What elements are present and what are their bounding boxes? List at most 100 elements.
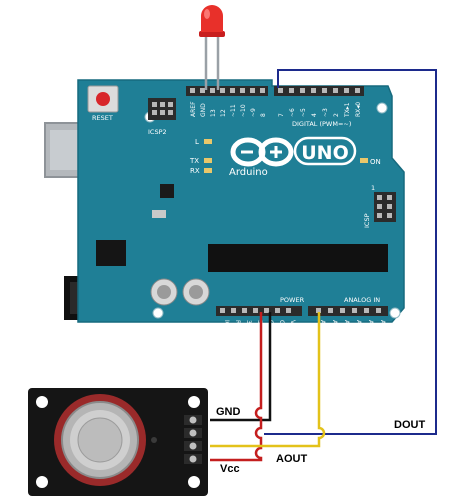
crystal-oscillator xyxy=(152,210,166,218)
dout-wire-label: DOUT xyxy=(394,419,425,431)
header-socket[interactable] xyxy=(190,88,195,93)
power-header xyxy=(216,306,302,316)
analog-pin-row: A0 A1 A2 A3 A4 A5 xyxy=(316,308,386,328)
header-socket[interactable] xyxy=(240,88,245,93)
header-socket[interactable] xyxy=(340,308,345,313)
digital-pin-label: ~5 xyxy=(300,108,307,117)
power-pin-label: RESET xyxy=(234,320,241,340)
icsp-label: ICSP xyxy=(363,213,371,228)
digital-pin-label: ~10 xyxy=(240,104,247,117)
uno-badge xyxy=(293,136,357,166)
reset-button[interactable] xyxy=(87,85,119,113)
digital-header-left xyxy=(186,86,268,96)
digital-label: DIGITAL (PWM=~) xyxy=(292,120,351,128)
header-socket[interactable] xyxy=(275,308,280,313)
microcontroller-chip xyxy=(208,244,388,272)
model-label: UNO xyxy=(301,142,348,164)
digital-pin-label: ~11 xyxy=(230,104,237,117)
power-pin-label: IOREF xyxy=(223,320,230,338)
digital-pin-label: 4 xyxy=(311,113,318,117)
header-socket[interactable] xyxy=(200,88,205,93)
icsp-header xyxy=(374,192,396,222)
analog-pin-label: A1 xyxy=(331,320,338,328)
power-label: POWER xyxy=(280,296,305,304)
header-socket[interactable] xyxy=(231,308,236,313)
usb-chip xyxy=(160,184,174,198)
gnd-wire-label: GND xyxy=(216,406,241,418)
aout-wire xyxy=(210,312,326,448)
digital-pin-label: ~6 xyxy=(289,108,296,117)
led-rx-indicator xyxy=(204,168,212,173)
sensor-pin-contact xyxy=(189,455,197,463)
icsp2-label: ICSP2 xyxy=(148,128,167,136)
capacitor-left xyxy=(150,278,178,306)
digital-pin-label: RX◂0 xyxy=(355,102,362,117)
vcc-wire-label: Vcc xyxy=(220,463,240,475)
mounting-hole xyxy=(376,102,388,114)
on-label: ON xyxy=(370,158,381,166)
brand-label: Arduino xyxy=(229,167,268,178)
digital-pin-label: AREF xyxy=(190,101,197,117)
header-socket[interactable] xyxy=(344,88,349,93)
mounting-hole xyxy=(152,307,164,319)
analog-pin-label: A3 xyxy=(355,320,362,328)
header-socket[interactable] xyxy=(278,88,283,93)
header-socket[interactable] xyxy=(376,308,381,313)
power-pin-label: VIN xyxy=(289,320,296,330)
header-socket[interactable] xyxy=(250,88,255,93)
sensor-pin-contact xyxy=(189,416,197,424)
digital-pin-label: GND xyxy=(200,103,207,117)
digital-pin-label: ~9 xyxy=(250,108,257,117)
icsp-pin-one-label: 1 xyxy=(371,184,375,192)
led-tx-indicator xyxy=(204,158,212,163)
digital-pin-label: 8 xyxy=(260,113,267,117)
header-socket[interactable] xyxy=(264,308,269,313)
header-socket[interactable] xyxy=(352,308,357,313)
header-socket[interactable] xyxy=(220,308,225,313)
analog-label: ANALOG IN xyxy=(344,296,380,304)
header-socket[interactable] xyxy=(322,88,327,93)
led-tx-label: TX xyxy=(189,157,199,165)
header-socket[interactable] xyxy=(355,88,360,93)
analog-pin-label: A0 xyxy=(319,320,326,328)
red-led xyxy=(199,5,225,90)
led-l-indicator xyxy=(204,139,212,144)
reset-label: RESET xyxy=(92,114,113,122)
digital-pin-label: ~3 xyxy=(322,108,329,117)
mounting-hole xyxy=(389,307,401,319)
header-socket[interactable] xyxy=(311,88,316,93)
header-socket[interactable] xyxy=(210,88,215,93)
gnd-wire xyxy=(210,312,272,422)
digital-pin-label: 13 xyxy=(210,109,217,117)
header-socket[interactable] xyxy=(333,88,338,93)
header-socket[interactable] xyxy=(316,308,321,313)
analog-pin-label: A5 xyxy=(379,320,386,328)
header-socket[interactable] xyxy=(286,308,291,313)
header-socket[interactable] xyxy=(253,308,258,313)
header-socket[interactable] xyxy=(242,308,247,313)
voltage-regulator xyxy=(96,240,126,266)
header-socket[interactable] xyxy=(220,88,225,93)
power-pin-label: 5V xyxy=(256,320,263,329)
sensor-pin-contact xyxy=(189,429,197,437)
analog-pin-label: A4 xyxy=(367,320,374,328)
header-socket[interactable] xyxy=(289,88,294,93)
header-socket[interactable] xyxy=(328,308,333,313)
analog-header xyxy=(308,306,388,316)
on-led-indicator xyxy=(360,158,368,163)
digital-pin-label: 12 xyxy=(220,109,227,117)
header-socket[interactable] xyxy=(364,308,369,313)
header-socket[interactable] xyxy=(230,88,235,93)
digital-pin-label: 7 xyxy=(278,113,285,117)
header-socket[interactable] xyxy=(260,88,265,93)
digital-pin-label: TX▸1 xyxy=(344,102,351,118)
analog-pin-label: A2 xyxy=(343,320,350,328)
power-pin-label: GND xyxy=(278,320,285,334)
header-socket[interactable] xyxy=(300,88,305,93)
vcc-wire xyxy=(210,312,263,462)
digital-pin-label: 2 xyxy=(333,113,340,117)
dout-wire xyxy=(264,69,437,435)
